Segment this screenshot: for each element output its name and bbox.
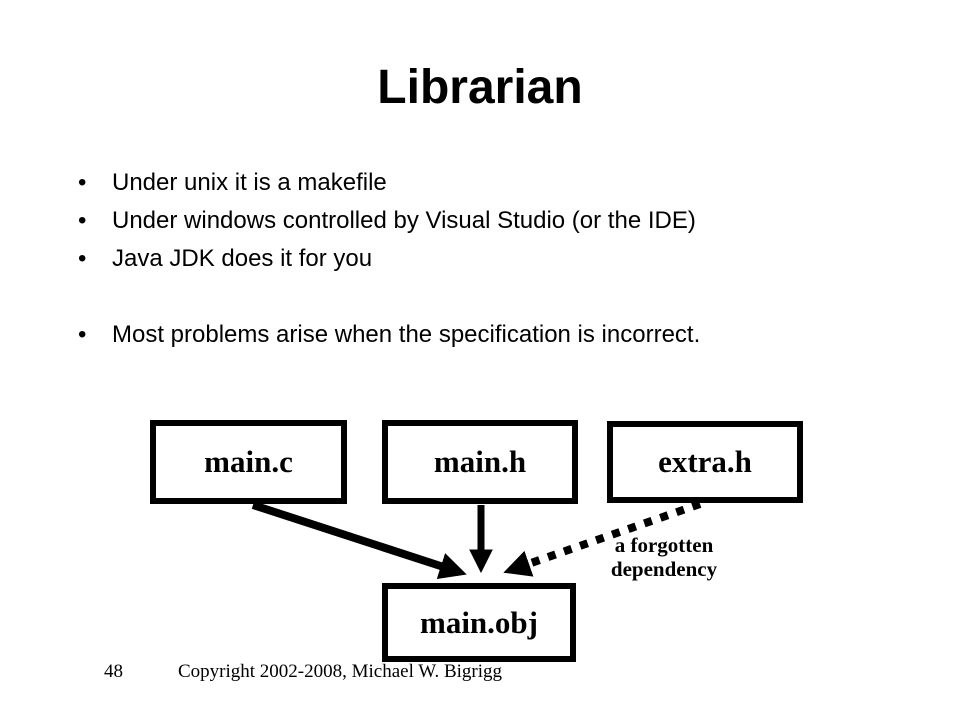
diagram-box-main-c: main.c xyxy=(150,420,347,504)
diagram-box-main-obj: main.obj xyxy=(382,583,576,662)
slide-title: Librarian xyxy=(377,61,583,114)
diagram-box-label: main.c xyxy=(204,444,293,479)
bullet-list-gap xyxy=(78,278,878,316)
copyright-text: Copyright 2002-2008, Michael W. Bigrigg xyxy=(178,661,503,682)
bullet-item: • Java JDK does it for you xyxy=(78,240,878,278)
bullet-item: • Under windows controlled by Visual Stu… xyxy=(78,202,878,240)
forgotten-dependency-label: a forgotten dependency xyxy=(592,533,736,581)
bullet-text: Under windows controlled by Visual Studi… xyxy=(112,207,696,234)
arrow-main-c-to-main-obj xyxy=(251,501,467,580)
slide-page-number: 48 xyxy=(104,661,123,682)
bullet-marker: • xyxy=(78,321,87,348)
forgotten-dependency-line2: dependency xyxy=(610,557,718,581)
diagram-box-main-h: main.h xyxy=(382,420,578,504)
diagram-box-label: main.obj xyxy=(420,604,538,640)
bullet-marker: • xyxy=(78,245,87,272)
bullet-text: Under unix it is a makefile xyxy=(112,169,387,196)
bullet-item: • Under unix it is a makefile xyxy=(78,164,878,202)
bullet-list: • Under unix it is a makefile • Under wi… xyxy=(78,164,878,354)
diagram-box-label: main.h xyxy=(433,444,527,479)
bullet-text: Most problems arise when the specificati… xyxy=(112,321,701,348)
diagram-box-extra-h: extra.h xyxy=(607,421,803,503)
bullet-marker: • xyxy=(78,169,87,196)
bullet-item: • Most problems arise when the specifica… xyxy=(78,316,878,354)
diagram-box-label: extra.h xyxy=(658,444,752,479)
forgotten-dependency-line1: a forgotten xyxy=(614,533,714,557)
bullet-marker: • xyxy=(78,207,87,234)
bullet-text: Java JDK does it for you xyxy=(112,245,373,272)
